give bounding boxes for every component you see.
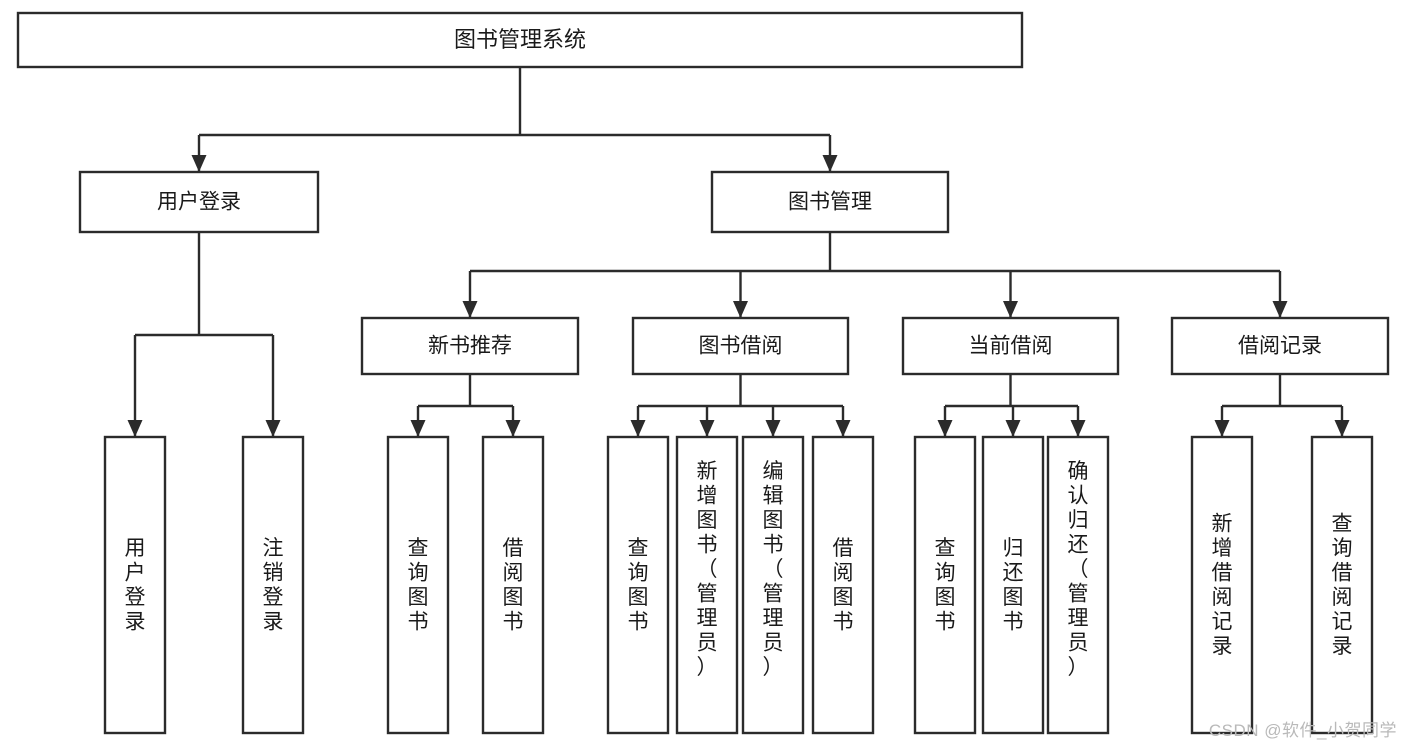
watermark-label: CSDN @软件_小贺同学 [1208,721,1397,740]
node-box-borrow-book-1 [481,435,545,735]
node-label-query-borrow-record: 查询借阅记录 [1332,513,1353,659]
node-box-new-book-recommend [360,316,580,376]
node-box-book-management [710,170,950,234]
node-label-book-borrow: 图书借阅 [699,335,783,358]
arrow-head [822,155,838,172]
node-box-borrow-book-2 [811,435,875,735]
node-label-user-logout: 注销登录 [263,537,284,634]
node-box-query-book-2 [606,435,670,735]
node-label-root: 图书管理系统 [454,27,586,52]
node-return-book[interactable]: 归还图书 [981,435,1045,735]
arrow-head [1334,420,1350,437]
node-label-query-book-2: 查询图书 [628,537,649,634]
node-label-borrow-record: 借阅记录 [1238,335,1322,358]
node-query-book-2[interactable]: 查询图书 [606,435,670,735]
node-box-edit-book-admin [741,435,805,735]
node-user-login-do[interactable]: 用户登录 [103,435,167,735]
node-box-query-borrow-record [1310,435,1374,735]
arrow-head [410,420,426,437]
node-box-query-book-1 [386,435,450,735]
node-label-borrow-book-2: 借阅图书 [833,537,854,634]
node-box-user-login [78,170,320,234]
node-box-return-book [981,435,1045,735]
arrow-head [699,420,715,437]
node-book-borrow[interactable]: 图书借阅 [631,316,850,376]
node-query-book-3[interactable]: 查询图书 [913,435,977,735]
node-box-add-borrow-record [1190,435,1254,735]
node-box-root [16,11,1024,69]
node-query-book-1[interactable]: 查询图书 [386,435,450,735]
node-label-return-book: 归还图书 [1003,537,1024,634]
node-label-edit-book-admin: 编辑图书（管理员） [763,460,784,679]
node-borrow-book-1[interactable]: 借阅图书 [481,435,545,735]
node-box-current-borrow [901,316,1120,376]
node-edit-book-admin[interactable]: 编辑图书（管理员） [741,435,805,735]
arrow-head [765,420,781,437]
node-label-borrow-book-1: 借阅图书 [503,537,524,634]
arrow-head [462,301,478,318]
node-borrow-book-2[interactable]: 借阅图书 [811,435,875,735]
node-layer: 图书管理系统用户登录用户登录注销登录图书管理新书推荐查询图书借阅图书图书借阅查询… [16,11,1390,735]
node-user-login[interactable]: 用户登录 [78,170,320,234]
node-label-add-book-admin: 新增图书（管理员） [697,460,718,679]
node-query-borrow-record[interactable]: 查询借阅记录 [1310,435,1374,735]
arrow-head [1214,420,1230,437]
node-book-management[interactable]: 图书管理 [710,170,950,234]
node-label-user-login-do: 用户登录 [125,537,146,634]
arrow-head [1070,420,1086,437]
node-label-query-book-1: 查询图书 [408,537,429,634]
node-box-user-login-do [103,435,167,735]
arrow-head [191,155,207,172]
connector-layer [127,67,1350,437]
node-label-book-management: 图书管理 [788,191,872,214]
node-add-borrow-record[interactable]: 新增借阅记录 [1190,435,1254,735]
arrow-head [1003,301,1018,318]
arrow-head [265,420,281,437]
node-confirm-return-admin[interactable]: 确认归还（管理员） [1046,435,1110,735]
node-label-current-borrow: 当前借阅 [969,335,1053,358]
node-add-book-admin[interactable]: 新增图书（管理员） [675,435,739,735]
arrow-head [733,301,748,318]
node-label-add-borrow-record: 新增借阅记录 [1212,513,1233,659]
node-box-add-book-admin [675,435,739,735]
arrow-head [505,420,521,437]
arrow-head [127,420,143,437]
arrow-head [1005,420,1021,437]
arrow-head [937,420,953,437]
node-label-new-book-recommend: 新书推荐 [428,335,512,358]
node-box-confirm-return-admin [1046,435,1110,735]
node-label-confirm-return-admin: 确认归还（管理员） [1068,460,1089,679]
node-label-user-login: 用户登录 [157,191,241,214]
node-root[interactable]: 图书管理系统 [16,11,1024,69]
arrow-head [1272,301,1288,318]
node-borrow-record[interactable]: 借阅记录 [1170,316,1390,376]
arrow-head [835,420,851,437]
node-new-book-recommend[interactable]: 新书推荐 [360,316,580,376]
node-user-logout[interactable]: 注销登录 [241,435,305,735]
node-current-borrow[interactable]: 当前借阅 [901,316,1120,376]
arrow-head [630,420,646,437]
node-box-borrow-record [1170,316,1390,376]
node-box-query-book-3 [913,435,977,735]
node-box-user-logout [241,435,305,735]
node-box-book-borrow [631,316,850,376]
node-label-query-book-3: 查询图书 [935,537,956,634]
